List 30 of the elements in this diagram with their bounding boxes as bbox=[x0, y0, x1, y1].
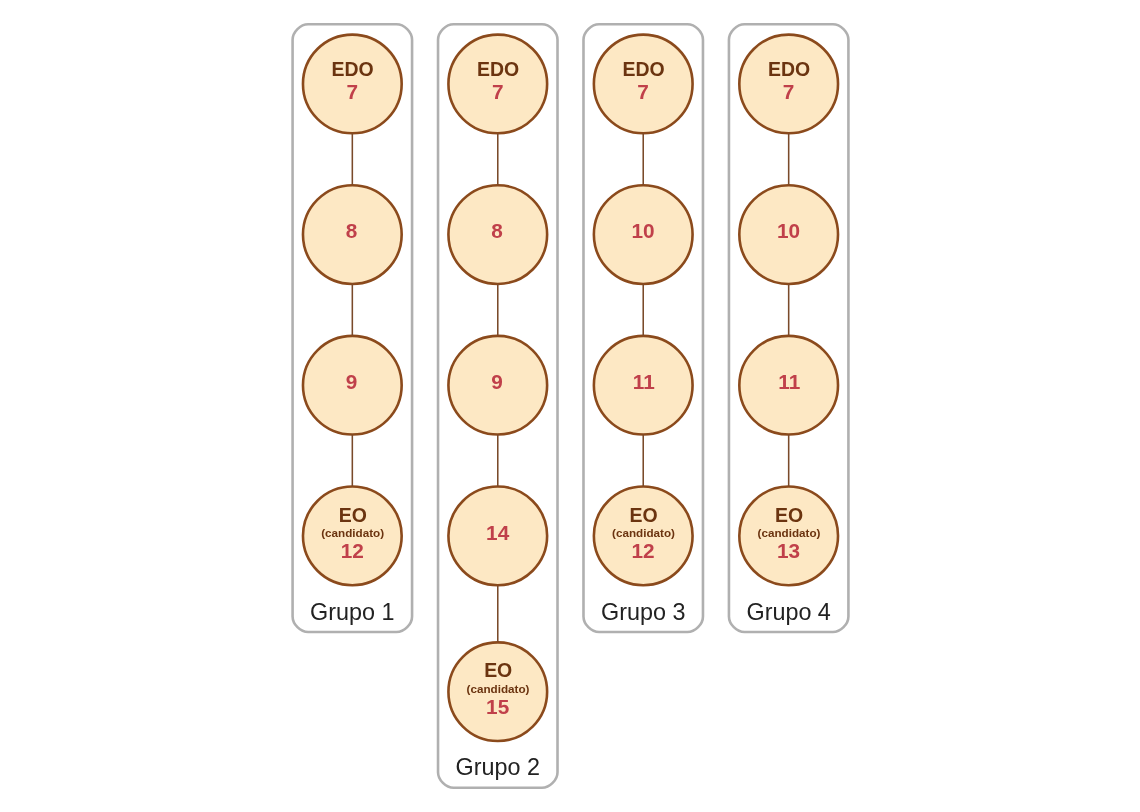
node-circle: 8 bbox=[446, 183, 548, 286]
node-circle: 8 bbox=[301, 183, 403, 286]
node-circle: 9 bbox=[446, 334, 548, 436]
node-circle: EDO 7 bbox=[737, 33, 839, 135]
connector bbox=[496, 433, 499, 487]
connector bbox=[641, 433, 644, 487]
connector bbox=[641, 283, 644, 337]
connector bbox=[351, 283, 353, 337]
node-circle: EO (candidato) 12 bbox=[301, 485, 403, 587]
connector bbox=[496, 283, 499, 337]
connector bbox=[787, 283, 789, 337]
connector bbox=[496, 132, 499, 186]
node-circle: 14 bbox=[446, 485, 548, 587]
node-circle: 10 bbox=[737, 183, 839, 286]
node-circle: EO (candidato) 15 bbox=[446, 641, 548, 743]
node-circle: EDO 7 bbox=[446, 33, 548, 135]
connector bbox=[787, 433, 789, 487]
node-circle: EDO 7 bbox=[301, 33, 403, 135]
node-circle: 9 bbox=[301, 334, 403, 436]
node-circle: EO (candidato) 12 bbox=[592, 485, 694, 587]
node-circle: EDO 7 bbox=[592, 33, 694, 135]
connector bbox=[496, 584, 499, 643]
node-circle: 11 bbox=[737, 334, 839, 436]
node-circle: 11 bbox=[592, 334, 694, 436]
connector bbox=[351, 433, 353, 487]
node-circle: EO (candidato) 13 bbox=[737, 485, 839, 587]
node-circle: 10 bbox=[592, 183, 694, 286]
connector bbox=[787, 132, 789, 186]
connector bbox=[351, 132, 353, 186]
connector bbox=[641, 132, 644, 186]
